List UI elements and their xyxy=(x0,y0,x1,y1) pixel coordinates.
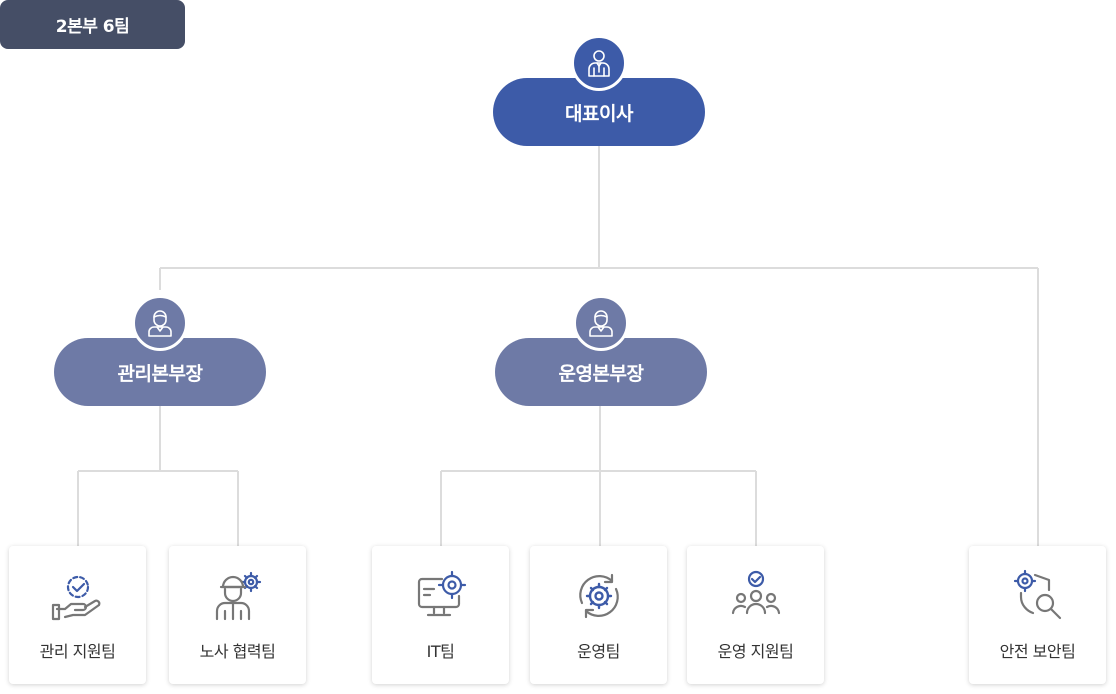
team-card-operations: 운영팀 xyxy=(530,546,667,684)
monitor-gear-icon xyxy=(413,568,469,624)
team-label: 관리 지원팀 xyxy=(39,642,116,661)
team-card-operations-support: 운영 지원팀 xyxy=(687,546,824,684)
hand-gear-check-icon xyxy=(50,568,106,624)
division-management-head: 관리본부장 xyxy=(54,338,266,406)
team-label: 안전 보안팀 xyxy=(999,642,1076,661)
shield-search-icon xyxy=(1010,568,1066,624)
team-card-safety-security: 안전 보안팀 xyxy=(969,546,1106,684)
team-label: 운영 지원팀 xyxy=(717,642,794,661)
manager-icon xyxy=(132,295,188,351)
team-card-admin-support: 관리 지원팀 xyxy=(9,546,146,684)
worker-gear-icon xyxy=(210,568,266,624)
team-gear-icon xyxy=(728,568,784,624)
manager-icon xyxy=(573,295,629,351)
team-label: 노사 협력팀 xyxy=(199,642,276,661)
team-card-it: IT팀 xyxy=(372,546,509,684)
businessman-icon xyxy=(571,35,627,91)
summary-badge: 2본부 6팀 xyxy=(0,0,185,49)
team-label: 운영팀 xyxy=(577,642,620,661)
cycle-gear-icon xyxy=(571,568,627,624)
team-label: IT팀 xyxy=(426,642,455,661)
team-card-labor-relations: 노사 협력팀 xyxy=(169,546,306,684)
